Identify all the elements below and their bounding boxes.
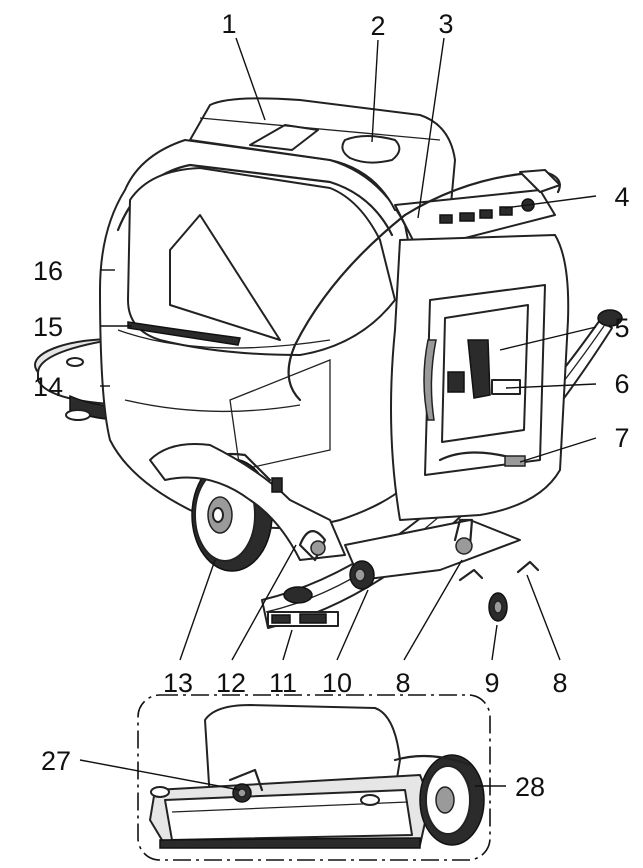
callout-1: 1	[221, 9, 236, 39]
callout-11: 11	[269, 668, 297, 698]
callout-13: 13	[163, 668, 193, 698]
callout-5: 5	[614, 313, 629, 343]
callout-9: 9	[484, 668, 499, 698]
callout-2: 2	[370, 11, 385, 41]
callout-28: 28	[515, 772, 545, 802]
chassis	[149, 443, 521, 590]
machine-illustration	[34, 97, 623, 629]
callout-4: 4	[614, 182, 629, 212]
callout-16: 16	[33, 256, 63, 286]
solution-tank	[99, 139, 424, 529]
callout-3: 3	[438, 9, 453, 39]
callout-14: 14	[33, 372, 63, 402]
callout-8-left: 8	[395, 668, 410, 698]
recovery-tank-lid	[189, 97, 456, 216]
callout-6: 6	[614, 369, 629, 399]
callout-27: 27	[41, 746, 71, 776]
callout-numbers: 1 2 3 4 5 6 7 16 15 14 13 12 11 10 8 9 8…	[33, 9, 630, 802]
callout-10: 10	[322, 668, 352, 698]
control-panel	[287, 169, 561, 402]
callout-8-right: 8	[552, 668, 567, 698]
callout-12: 12	[216, 668, 246, 698]
callout-7: 7	[614, 423, 629, 453]
callout-15: 15	[33, 312, 63, 342]
leader-lines	[79, 37, 597, 791]
rear-body	[390, 234, 570, 521]
inset-detail	[137, 694, 491, 861]
